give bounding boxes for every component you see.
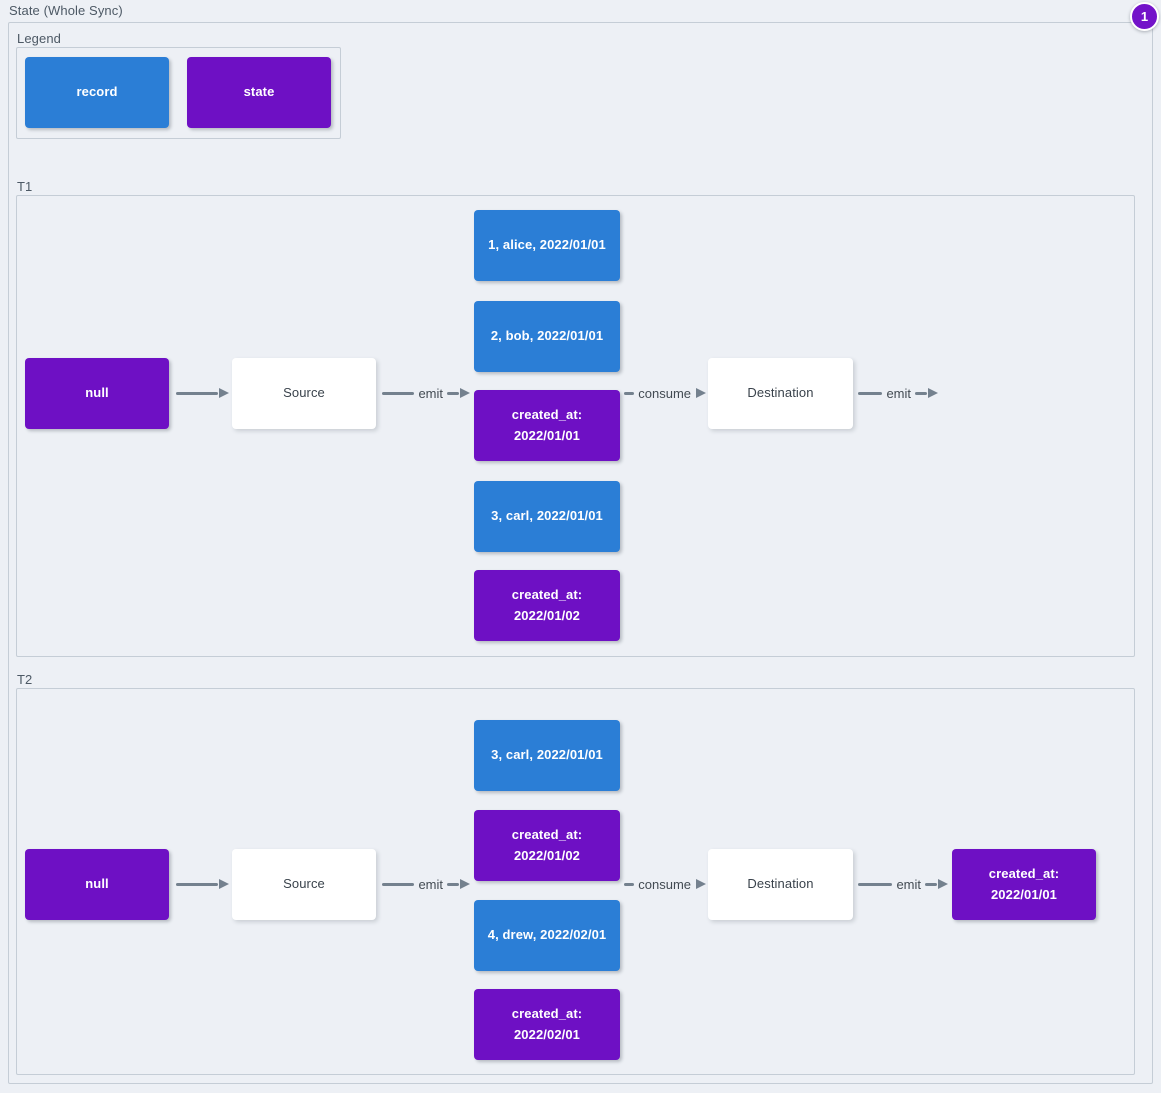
t1-source-node: Source bbox=[232, 358, 376, 429]
t2-emit-arrow: emit bbox=[382, 875, 470, 893]
arrow-line bbox=[382, 391, 415, 395]
legend-title: Legend bbox=[17, 31, 61, 46]
t2-input-state-node: null bbox=[25, 849, 169, 920]
arrow-line bbox=[447, 391, 459, 395]
t1-destination-node: Destination bbox=[708, 358, 853, 429]
arrow-line bbox=[915, 391, 927, 395]
t1-input-state-node: null bbox=[25, 358, 169, 429]
arrow-line bbox=[624, 391, 635, 395]
t1-consume-arrow: consume bbox=[624, 384, 706, 402]
arrowhead-icon bbox=[938, 879, 948, 889]
t2-consume-arrow: consume bbox=[624, 875, 706, 893]
arrowhead-icon bbox=[928, 388, 938, 398]
record-node: 2, bob, 2022/01/01 bbox=[474, 301, 620, 372]
arrow-line bbox=[382, 882, 415, 886]
t2-output-emit-label: emit bbox=[896, 876, 921, 892]
state-node: created_at: 2022/01/02 bbox=[474, 570, 620, 641]
t1-output-emit-arrow: emit bbox=[858, 384, 938, 402]
t2-output-emit-arrow: emit bbox=[858, 875, 948, 893]
section-t2-frame bbox=[16, 688, 1135, 1075]
arrowhead-icon bbox=[219, 879, 229, 889]
arrowhead-icon bbox=[460, 388, 470, 398]
state-node: created_at: 2022/01/01 bbox=[474, 390, 620, 461]
arrowhead-icon bbox=[696, 879, 706, 889]
t1-arrow-null-to-source bbox=[176, 384, 229, 402]
arrowhead-icon bbox=[696, 388, 706, 398]
record-node: 4, drew, 2022/02/01 bbox=[474, 900, 620, 971]
section-t1-frame bbox=[16, 195, 1135, 657]
t2-output-state-node: created_at: 2022/01/01 bbox=[952, 849, 1096, 920]
t1-emit-arrow: emit bbox=[382, 384, 470, 402]
arrowhead-icon bbox=[219, 388, 229, 398]
section-t1-label: T1 bbox=[17, 179, 33, 194]
arrow-line bbox=[176, 391, 218, 395]
legend-state-node: state bbox=[187, 57, 331, 128]
arrow-line bbox=[858, 391, 883, 395]
state-node: created_at: 2022/01/02 bbox=[474, 810, 620, 881]
t2-destination-node: Destination bbox=[708, 849, 853, 920]
legend-frame bbox=[16, 47, 341, 139]
t2-arrow-null-to-source bbox=[176, 875, 229, 893]
t2-emit-label: emit bbox=[418, 876, 443, 892]
arrow-line bbox=[176, 882, 218, 886]
t1-emit-label: emit bbox=[418, 385, 443, 401]
section-t2-label: T2 bbox=[17, 672, 33, 687]
record-node: 3, carl, 2022/01/01 bbox=[474, 720, 620, 791]
t2-source-node: Source bbox=[232, 849, 376, 920]
outer-container-frame bbox=[8, 22, 1153, 1084]
arrowhead-icon bbox=[460, 879, 470, 889]
state-node: created_at: 2022/02/01 bbox=[474, 989, 620, 1060]
t1-output-emit-label: emit bbox=[886, 385, 911, 401]
count-badge: 1 bbox=[1130, 2, 1159, 31]
arrow-line bbox=[624, 882, 635, 886]
record-node: 3, carl, 2022/01/01 bbox=[474, 481, 620, 552]
t1-consume-label: consume bbox=[638, 385, 691, 401]
t2-consume-label: consume bbox=[638, 876, 691, 892]
arrow-line bbox=[447, 882, 459, 886]
arrow-line bbox=[858, 882, 893, 886]
record-node: 1, alice, 2022/01/01 bbox=[474, 210, 620, 281]
arrow-line bbox=[925, 882, 937, 886]
page-title: State (Whole Sync) bbox=[9, 3, 123, 18]
legend-record-node: record bbox=[25, 57, 169, 128]
